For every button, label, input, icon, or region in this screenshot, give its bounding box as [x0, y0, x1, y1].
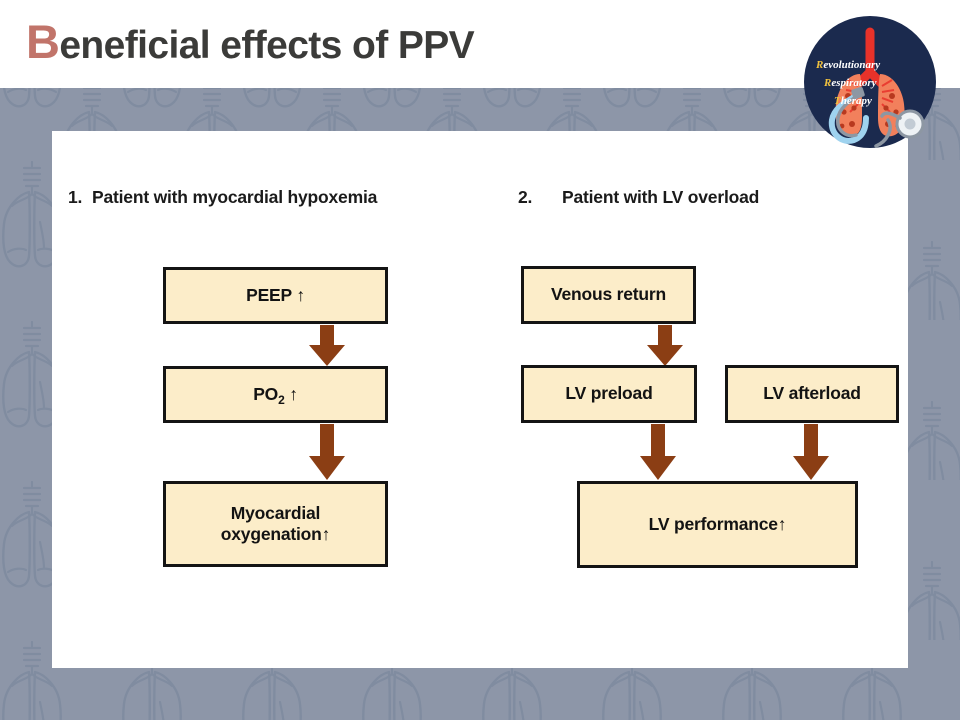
column-1-heading-text: Patient with myocardial hypoxemia [92, 187, 378, 207]
title-white-strip [0, 0, 960, 88]
brand-logo[interactable]: Revolutionary Respiratory Therapy [790, 8, 950, 168]
column-2-heading-text: Patient with LV overload [562, 187, 760, 207]
title-drop-cap: B [26, 14, 60, 68]
flow-box-lv-performance[interactable]: LV performance↑ [577, 481, 858, 568]
po2-subscript: 2 [278, 392, 285, 407]
flow-box-venous-return-label: Venous return [550, 284, 667, 305]
content-panel: 1. Patient with myocardial hypoxemia 2. Pa… [52, 131, 908, 668]
down-arrow-icon-3 [647, 325, 683, 366]
column-1-number: 1. [68, 187, 83, 207]
flow-box-po2-label: PO2 ↑ [253, 383, 298, 407]
down-arrow-icon-4 [640, 424, 676, 480]
down-arrow-icon-2 [309, 424, 345, 480]
down-arrow-icon-1 [309, 325, 345, 366]
logo-line-3: Therapy [834, 95, 872, 107]
down-arrow-icon-5 [793, 424, 829, 480]
column-2-number: 2. [518, 187, 533, 207]
flow-box-peep-label: PEEP ↑ [246, 284, 305, 305]
flow-box-lv-afterload[interactable]: LV afterload [725, 365, 899, 423]
page-title: Beneficial effects of PPV [26, 13, 475, 75]
po2-arrow: ↑ [284, 383, 298, 404]
column-2-heading: 2. Patient with LV overload [518, 187, 759, 208]
po2-main: PO [253, 383, 279, 404]
page-title-text: Beneficial effects of PPV [26, 18, 475, 68]
myocardial-line-1: Myocardial [230, 502, 321, 523]
flow-box-venous-return[interactable]: Venous return [521, 266, 696, 324]
column-1-heading: 1. Patient with myocardial hypoxemia [68, 187, 377, 208]
flow-box-lv-performance-label: LV performance↑ [648, 513, 787, 534]
logo-line-2: Respiratory [823, 77, 877, 89]
title-remainder: eneficial effects of PPV [59, 23, 475, 67]
flow-box-po2[interactable]: PO2 ↑ [163, 366, 388, 423]
flow-box-lv-afterload-label: LV afterload [763, 383, 861, 404]
myocardial-line-2: oxygenation↑ [220, 524, 331, 544]
flow-box-peep[interactable]: PEEP ↑ [163, 267, 388, 324]
flow-box-lv-preload-label: LV preload [565, 383, 653, 404]
flow-box-lv-preload[interactable]: LV preload [521, 365, 697, 423]
logo-line-1: Revolutionary [815, 59, 880, 71]
